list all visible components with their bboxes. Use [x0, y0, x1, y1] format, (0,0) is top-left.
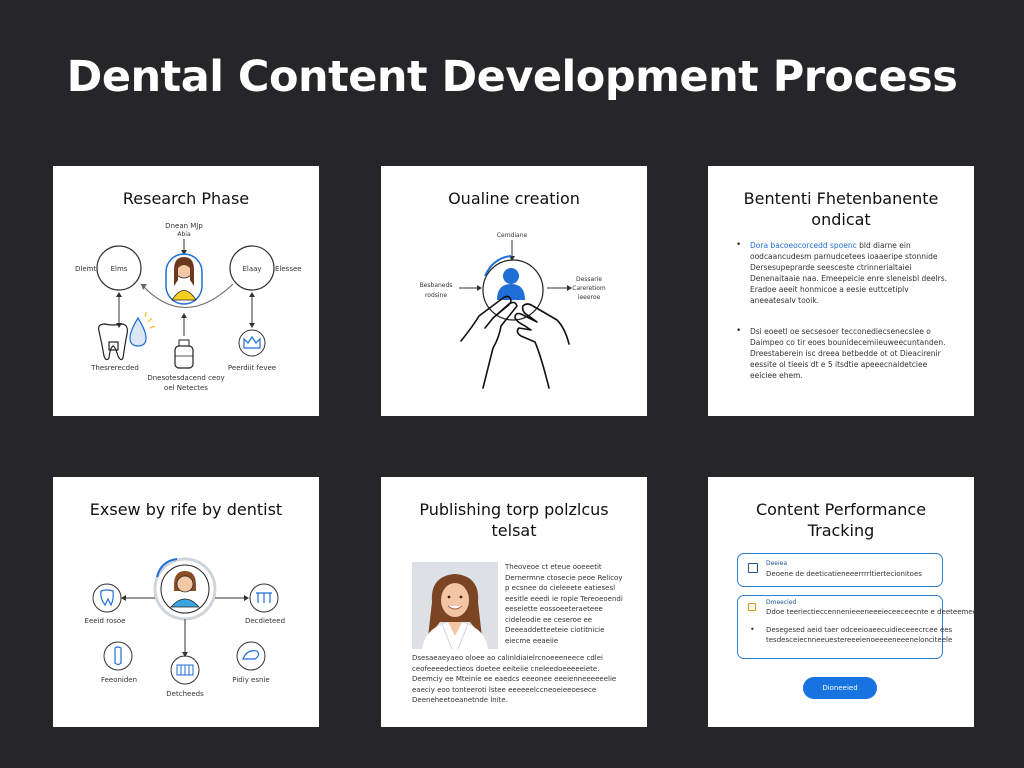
research-diagram: [96, 239, 275, 369]
label-left: Dlemt: [75, 265, 97, 273]
person-icon: [165, 253, 203, 305]
label-right: Elessee: [275, 265, 302, 273]
crown-icon: [238, 329, 266, 357]
water-drop-icon: [129, 311, 156, 347]
bullet-list: Dora bacoeocorcedd spoenc bld diarne ein…: [736, 240, 952, 401]
bottle-icon: [174, 339, 194, 369]
tracking-box-2-line2: Desegesed aeid taer odceeioaeecuidieceee…: [766, 626, 953, 634]
tracking-box-1[interactable]: Deeiea Deoene de deeticatieneeerrrrltier…: [737, 553, 943, 587]
label-right-1: Dessarie: [575, 276, 603, 283]
dentist-portrait-icon: [412, 562, 498, 649]
label-right-bottom: Pidiy esnie: [232, 676, 270, 684]
tracking-box-1-text: Deoene de deeticatieneeerrrrltiertecioni…: [766, 570, 922, 578]
card-review-by-dentist: Exsew by rife by dentist: [53, 477, 319, 727]
checkbox-icon[interactable]: [748, 563, 758, 573]
publishing-text-bottom: Dsesaeaeyaeo oloee ao calinldiaielrcnoee…: [412, 654, 617, 704]
tracking-box-2-line1: Ddoe teeriectieccennenieeeneeeieceeceecn…: [766, 608, 974, 616]
label-left-bottom: Feeoniden: [100, 676, 138, 684]
label-top: Cemdiane: [496, 232, 528, 239]
braces-icon: [249, 583, 279, 613]
teeth-icon: [170, 655, 200, 685]
person-icon: [497, 268, 525, 300]
tracking-box-2-label: Dmeecied: [766, 599, 797, 606]
label-left-2: rodsine: [424, 292, 448, 299]
tooth-icon: [98, 323, 128, 361]
label-right-2: Careretiom: [572, 285, 606, 292]
hands-icon: [460, 295, 570, 389]
card-outline-creation: Oualine creation Cemdiane Besbaneds rods…: [381, 166, 647, 416]
card-title: Research Phase: [122, 189, 250, 208]
card-title: Publishing torp polzlcus telsat: [419, 500, 609, 540]
label-right-3: ieeeroe: [577, 294, 601, 301]
tracking-box-2[interactable]: Dmeecied Ddoe teeriectieccennenieeeneeei…: [737, 595, 974, 659]
bullet-item: Dora bacoeocorcedd spoenc bld diarne ein…: [736, 240, 952, 306]
card-content-writing: Bententi Fhetenbanente ondicat Dora baco…: [708, 166, 974, 416]
card-research-phase: Research Phase: [53, 166, 319, 416]
outline-diagram: [459, 240, 572, 389]
card-publishing: Publishing torp polzlcus telsat Theoveoe…: [381, 477, 647, 727]
bullet-item: Dsi eoeetl oe secsesoer tecconediecsenec…: [736, 326, 952, 381]
implant-icon: [103, 641, 133, 671]
label-left-top: Eeeid rosoe: [84, 617, 126, 625]
card-title: Content Performance Tracking: [755, 500, 927, 540]
card-title: Bententi Fhetenbanente ondicat: [743, 189, 939, 229]
dentist-photo: [412, 562, 498, 649]
card-title: Exsew by rife by dentist: [89, 500, 283, 519]
label-top-sub: Abia: [177, 231, 191, 238]
label-right-circle: Elaay: [242, 265, 262, 273]
note-icon: [748, 603, 756, 611]
dental-tool-icon: [236, 641, 266, 671]
bullet-icon: •: [750, 625, 755, 634]
dentist-icon: [153, 557, 217, 621]
card-title: Oualine creation: [448, 189, 580, 208]
label-top: Dnean MJp: [165, 222, 203, 230]
label-bottom-right: Peerdiit fevee: [227, 364, 277, 372]
label-mid-bottom: Detcheeds: [166, 690, 204, 698]
label-left-circle: Elms: [110, 265, 128, 273]
view-details-button[interactable]: Dioneeied: [803, 677, 877, 699]
publishing-text-right: Theoveoe ct eteue ooeeetit Dernermne cto…: [505, 563, 623, 645]
label-bottom-mid-1: Dnesotesdacend ceoy: [147, 374, 225, 382]
tracking-box-2-line3: tesdesceiecnneeuestereeeienoeeeeneeenelo…: [766, 636, 953, 644]
review-diagram: [92, 557, 279, 685]
tracking-box-1-label: Deeiea: [766, 560, 788, 567]
label-right-top: Decdieteed: [244, 617, 286, 625]
tooth-icon: [92, 583, 122, 613]
label-left-1: Besbaneds: [419, 282, 453, 289]
card-content-performance-tracking: Content Performance Tracking Deeiea Deoe…: [708, 477, 974, 727]
page-title: Dental Content Development Process: [66, 52, 958, 102]
label-bottom-left: Thesrerecded: [91, 364, 139, 372]
label-bottom-mid-2: oel Netectes: [164, 384, 208, 392]
